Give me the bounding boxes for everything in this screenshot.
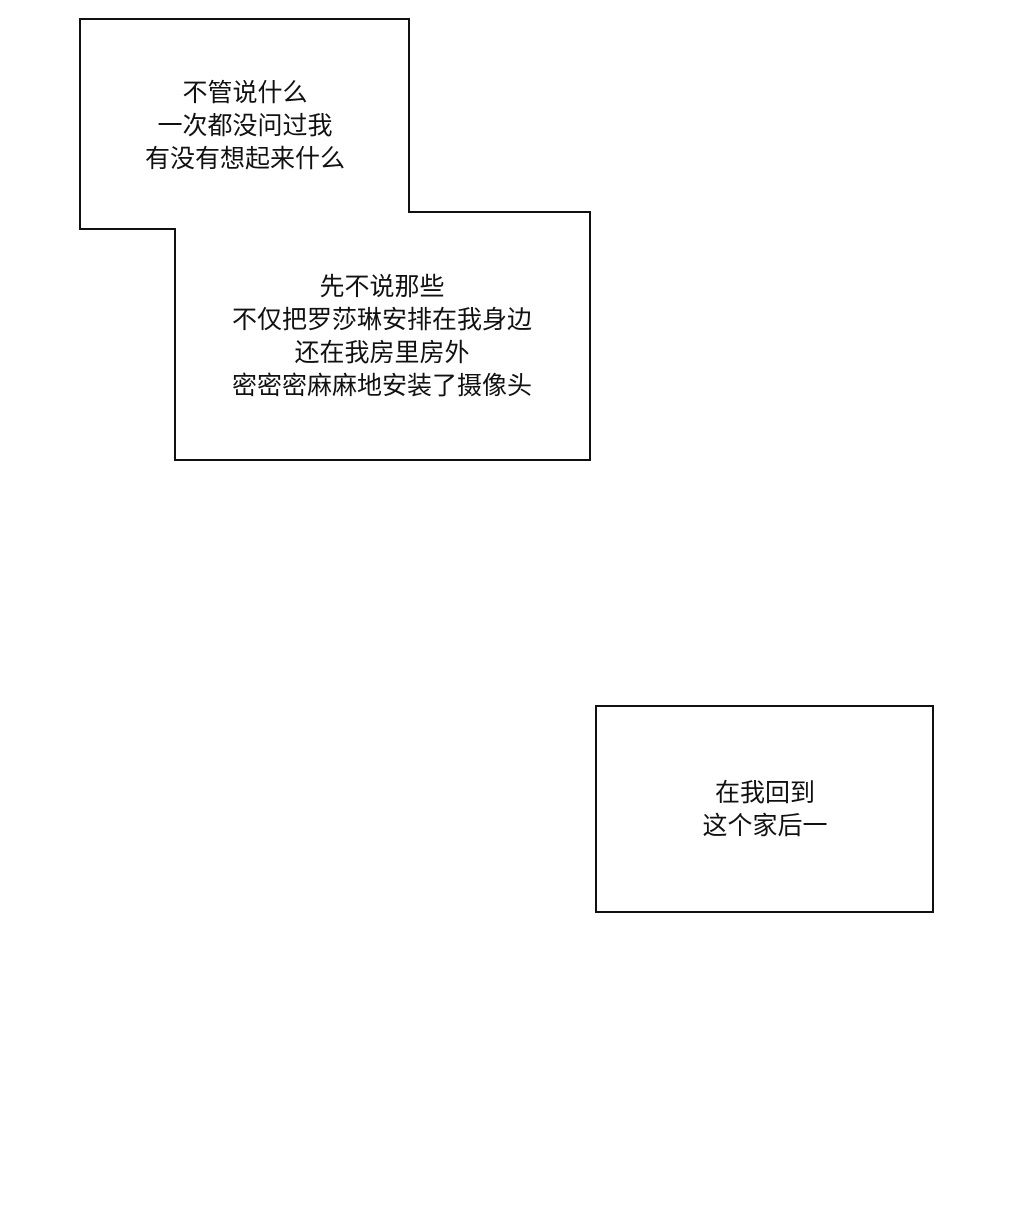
caption-line: 这个家后一 — [702, 811, 828, 840]
caption-line: 不管说什么 — [182, 78, 308, 107]
caption-box-third — [595, 705, 934, 913]
caption-line: 在我回到 — [714, 778, 816, 807]
caption-box-merged — [79, 18, 591, 461]
caption-line: 有没有想起来什么 — [144, 144, 346, 173]
caption-text-2: 先不说那些 不仅把罗莎琳安排在我身边 还在我房里房外 密密密麻麻地安装了摄像头 — [232, 270, 532, 402]
caption-line: 不仅把罗莎琳安排在我身边 — [231, 305, 533, 334]
caption-text-1: 不管说什么 一次都没问过我 有没有想起来什么 — [145, 76, 345, 175]
caption-line: 还在我房里房外 — [294, 338, 470, 367]
caption-line: 密密密麻麻地安装了摄像头 — [231, 371, 533, 400]
caption-line: 先不说那些 — [319, 272, 445, 301]
caption-text-3: 在我回到 这个家后一 — [702, 776, 827, 842]
caption-line: 一次都没问过我 — [157, 111, 333, 140]
